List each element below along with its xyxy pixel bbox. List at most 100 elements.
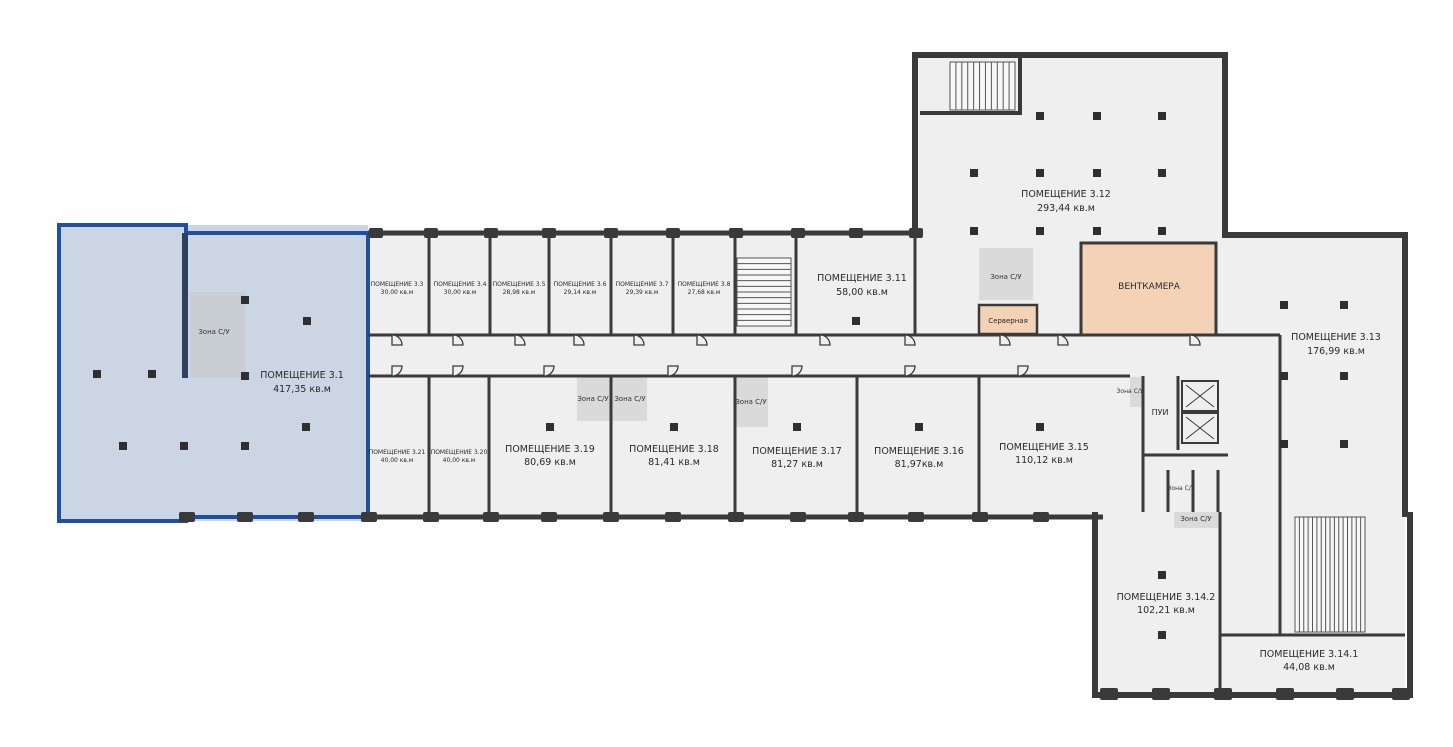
room-name: ПОМЕЩЕНИЕ 3.18: [629, 444, 719, 455]
column: [915, 423, 923, 431]
room-name: ПОМЕЩЕНИЕ 3.7: [616, 281, 669, 288]
column: [119, 442, 127, 450]
room-area: 28,98 кв.м: [503, 289, 536, 296]
facade-pillar: [603, 512, 619, 522]
servernaya-room[interactable]: [977, 303, 1039, 336]
facade-pillar: [423, 512, 439, 522]
doors: [391, 334, 1201, 377]
column: [970, 169, 978, 177]
room-name: ПОМЕЩЕНИЕ 3.5: [493, 281, 546, 288]
room-name: ПОМЕЩЕНИЕ 3.13: [1291, 332, 1381, 343]
door: [904, 365, 916, 377]
room-label-3-6[interactable]: ПОМЕЩЕНИЕ 3.629,14 кв.м: [554, 281, 607, 296]
facade-pillar: [728, 512, 744, 522]
column: [93, 370, 101, 378]
zone-label: Зона С/У: [735, 398, 767, 406]
room-area: 40,00 кв.м: [381, 457, 414, 464]
door: [1057, 334, 1069, 346]
room-label-3-16[interactable]: ПОМЕЩЕНИЕ 3.16 81,97кв.м: [874, 446, 964, 470]
room-area: 40,00 кв.м: [443, 457, 476, 464]
room-label-3-13[interactable]: ПОМЕЩЕНИЕ 3.13 176,99 кв.м: [1291, 332, 1381, 357]
door: [633, 334, 645, 346]
room-area: 30,00 кв.м: [444, 289, 477, 296]
zone-label: Зона С/У: [198, 328, 230, 336]
facade-pillar: [483, 512, 499, 522]
door: [452, 334, 464, 346]
facade-pillar: [849, 228, 863, 238]
door: [696, 334, 708, 346]
column: [1093, 227, 1101, 235]
column: [1093, 112, 1101, 120]
room-label-3-5[interactable]: ПОМЕЩЕНИЕ 3.528,98 кв.м: [493, 281, 546, 296]
door: [543, 365, 555, 377]
room-area: 58,00 кв.м: [836, 287, 888, 298]
facade-pillar: [1276, 688, 1294, 700]
facade-pillar: [790, 512, 806, 522]
door: [667, 365, 679, 377]
room-name: ПОМЕЩЕНИЕ 3.17: [752, 446, 842, 457]
servernaya-label: Серверная: [988, 317, 1028, 325]
facade-pillar: [179, 512, 195, 522]
facade-pillar: [909, 228, 923, 238]
facade-pillar: [791, 228, 805, 238]
sanitary-zones: [190, 248, 1218, 528]
facade-pillar: [298, 512, 314, 522]
zone-label: Зона С/У: [1117, 388, 1144, 395]
pui-label: ПУИ: [1152, 408, 1169, 417]
room-name: ПОМЕЩЕНИЕ 3.19: [505, 444, 595, 455]
column: [1158, 631, 1166, 639]
door: [819, 334, 831, 346]
column: [1093, 169, 1101, 177]
room-name: ПОМЕЩЕНИЕ 3.12: [1021, 189, 1111, 200]
facade-pillar: [666, 228, 680, 238]
column: [1158, 112, 1166, 120]
column: [1340, 372, 1348, 380]
door: [391, 334, 403, 346]
room-area: 110,12 кв.м: [1015, 455, 1073, 466]
facade-pillar: [1033, 512, 1049, 522]
room-name: ПОМЕЩЕНИЕ 3.6: [554, 281, 607, 288]
room-label-3-4[interactable]: ПОМЕЩЕНИЕ 3.430,00 кв.м: [434, 281, 487, 296]
zone-label: Зона С/У: [990, 273, 1022, 281]
room-name: ПОМЕЩЕНИЕ 3.14.2: [1117, 592, 1216, 603]
zone-label: Зона С/У: [577, 395, 609, 403]
zone-label: Зона С/У: [614, 395, 646, 403]
zone-label: Зона С/У: [1168, 485, 1195, 492]
room-label-3-3[interactable]: ПОМЕЩЕНИЕ 3.330,00 кв.м: [371, 281, 424, 296]
room-label-3-17[interactable]: ПОМЕЩЕНИЕ 3.17 81,27 кв.м: [752, 446, 842, 470]
column: [1158, 227, 1166, 235]
door: [1017, 365, 1029, 377]
door: [1189, 334, 1201, 346]
room-name: ПОМЕЩЕНИЕ 3.16: [874, 446, 964, 457]
zone-labels: Зона С/У Зона С/У Зона С/У Зона С/У Зона…: [198, 273, 1212, 523]
room-area: 81,97кв.м: [895, 459, 944, 470]
stairs: [736, 61, 1366, 633]
columns: [93, 112, 1348, 639]
room-name: ПОМЕЩЕНИЕ 3.21: [369, 449, 426, 456]
room-label-3-14-1[interactable]: ПОМЕЩЕНИЕ 3.14.144,08 кв.м: [1260, 649, 1359, 673]
room-area: 81,27 кв.м: [771, 459, 823, 470]
ventkamera-label: ВЕНТКАМЕРА: [1118, 282, 1181, 292]
column: [1280, 301, 1288, 309]
room-label-3-8[interactable]: ПОМЕЩЕНИЕ 3.827,68 кв.м: [678, 281, 731, 296]
room-label-3-7[interactable]: ПОМЕЩЕНИЕ 3.729,39 кв.м: [616, 281, 669, 296]
room-name: ПОМЕЩЕНИЕ 3.1: [260, 370, 344, 381]
column: [546, 423, 554, 431]
facade-pillars: [179, 228, 1410, 700]
room-area: 176,99 кв.м: [1307, 346, 1365, 357]
facade-pillar: [424, 228, 438, 238]
facade-pillar: [1214, 688, 1232, 700]
column: [1036, 227, 1044, 235]
room-name: ПОМЕЩЕНИЕ 3.3: [371, 281, 424, 288]
